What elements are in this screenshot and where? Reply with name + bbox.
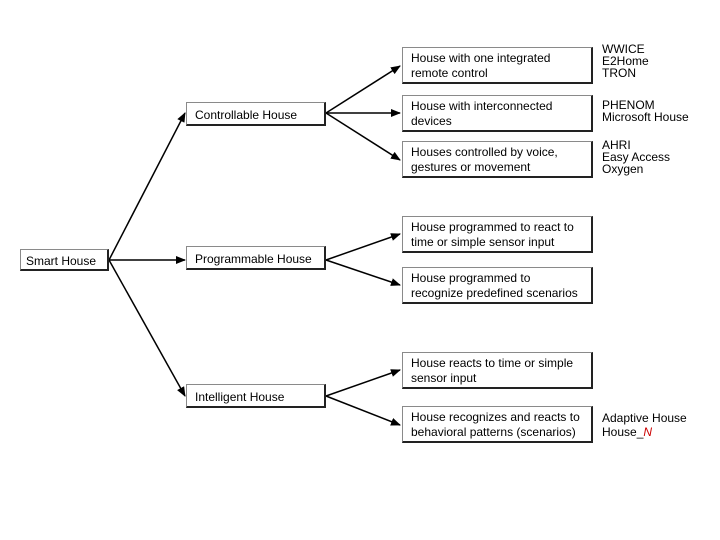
edge-root-controllable bbox=[108, 112, 186, 261]
example-item: Easy Access bbox=[602, 150, 671, 164]
category-controllable-house: Controllable House bbox=[186, 102, 326, 126]
examples-voice-gesture: AHRI Easy Access Oxygen bbox=[602, 139, 670, 175]
edge-root-intelligent bbox=[108, 259, 186, 397]
example-item: Microsoft House bbox=[602, 110, 689, 124]
examples-integrated-remote: WWICE E2Home TRON bbox=[602, 43, 649, 79]
category-intelligent-house: Intelligent House bbox=[186, 384, 326, 408]
example-item-house-n: House_N bbox=[602, 425, 687, 439]
leaf-behavioral-patterns: House recognizes and reacts to behaviora… bbox=[402, 406, 593, 443]
example-item: WWICE bbox=[602, 42, 645, 56]
leaf-reacts-time-sensor: House reacts to time or simple sensor in… bbox=[402, 352, 593, 389]
example-item: Adaptive House bbox=[602, 411, 687, 425]
example-item: PHENOM bbox=[602, 98, 655, 112]
edge-programmable-leaf-2 bbox=[325, 259, 401, 286]
edge-controllable-leaf-1 bbox=[325, 65, 401, 114]
leaf-interconnected-devices: House with interconnected devices bbox=[402, 95, 593, 132]
example-item: AHRI bbox=[602, 138, 631, 152]
leaf-voice-gesture-control: Houses controlled by voice, gestures or … bbox=[402, 141, 593, 178]
category-programmable-house: Programmable House bbox=[186, 246, 326, 270]
leaf-integrated-remote-control: House with one integrated remote control bbox=[402, 47, 593, 84]
examples-interconnected: PHENOM Microsoft House bbox=[602, 99, 689, 123]
edge-intelligent-leaf-1 bbox=[325, 369, 401, 397]
root-node: Smart House bbox=[20, 249, 109, 271]
leaf-programmed-scenarios: House programmed to recognize predefined… bbox=[402, 267, 593, 304]
example-item: Oxygen bbox=[602, 162, 644, 176]
example-suffix: N bbox=[643, 425, 653, 439]
example-prefix: House_ bbox=[602, 425, 644, 439]
example-item: E2Home bbox=[602, 54, 649, 68]
edge-intelligent-leaf-2 bbox=[325, 395, 401, 426]
examples-behavioral: Adaptive House House_N bbox=[602, 411, 687, 439]
edge-controllable-leaf-3 bbox=[325, 112, 401, 161]
example-item: TRON bbox=[602, 66, 636, 80]
leaf-programmed-time-sensor: House programmed to react to time or sim… bbox=[402, 216, 593, 253]
edge-programmable-leaf-1 bbox=[325, 233, 401, 261]
